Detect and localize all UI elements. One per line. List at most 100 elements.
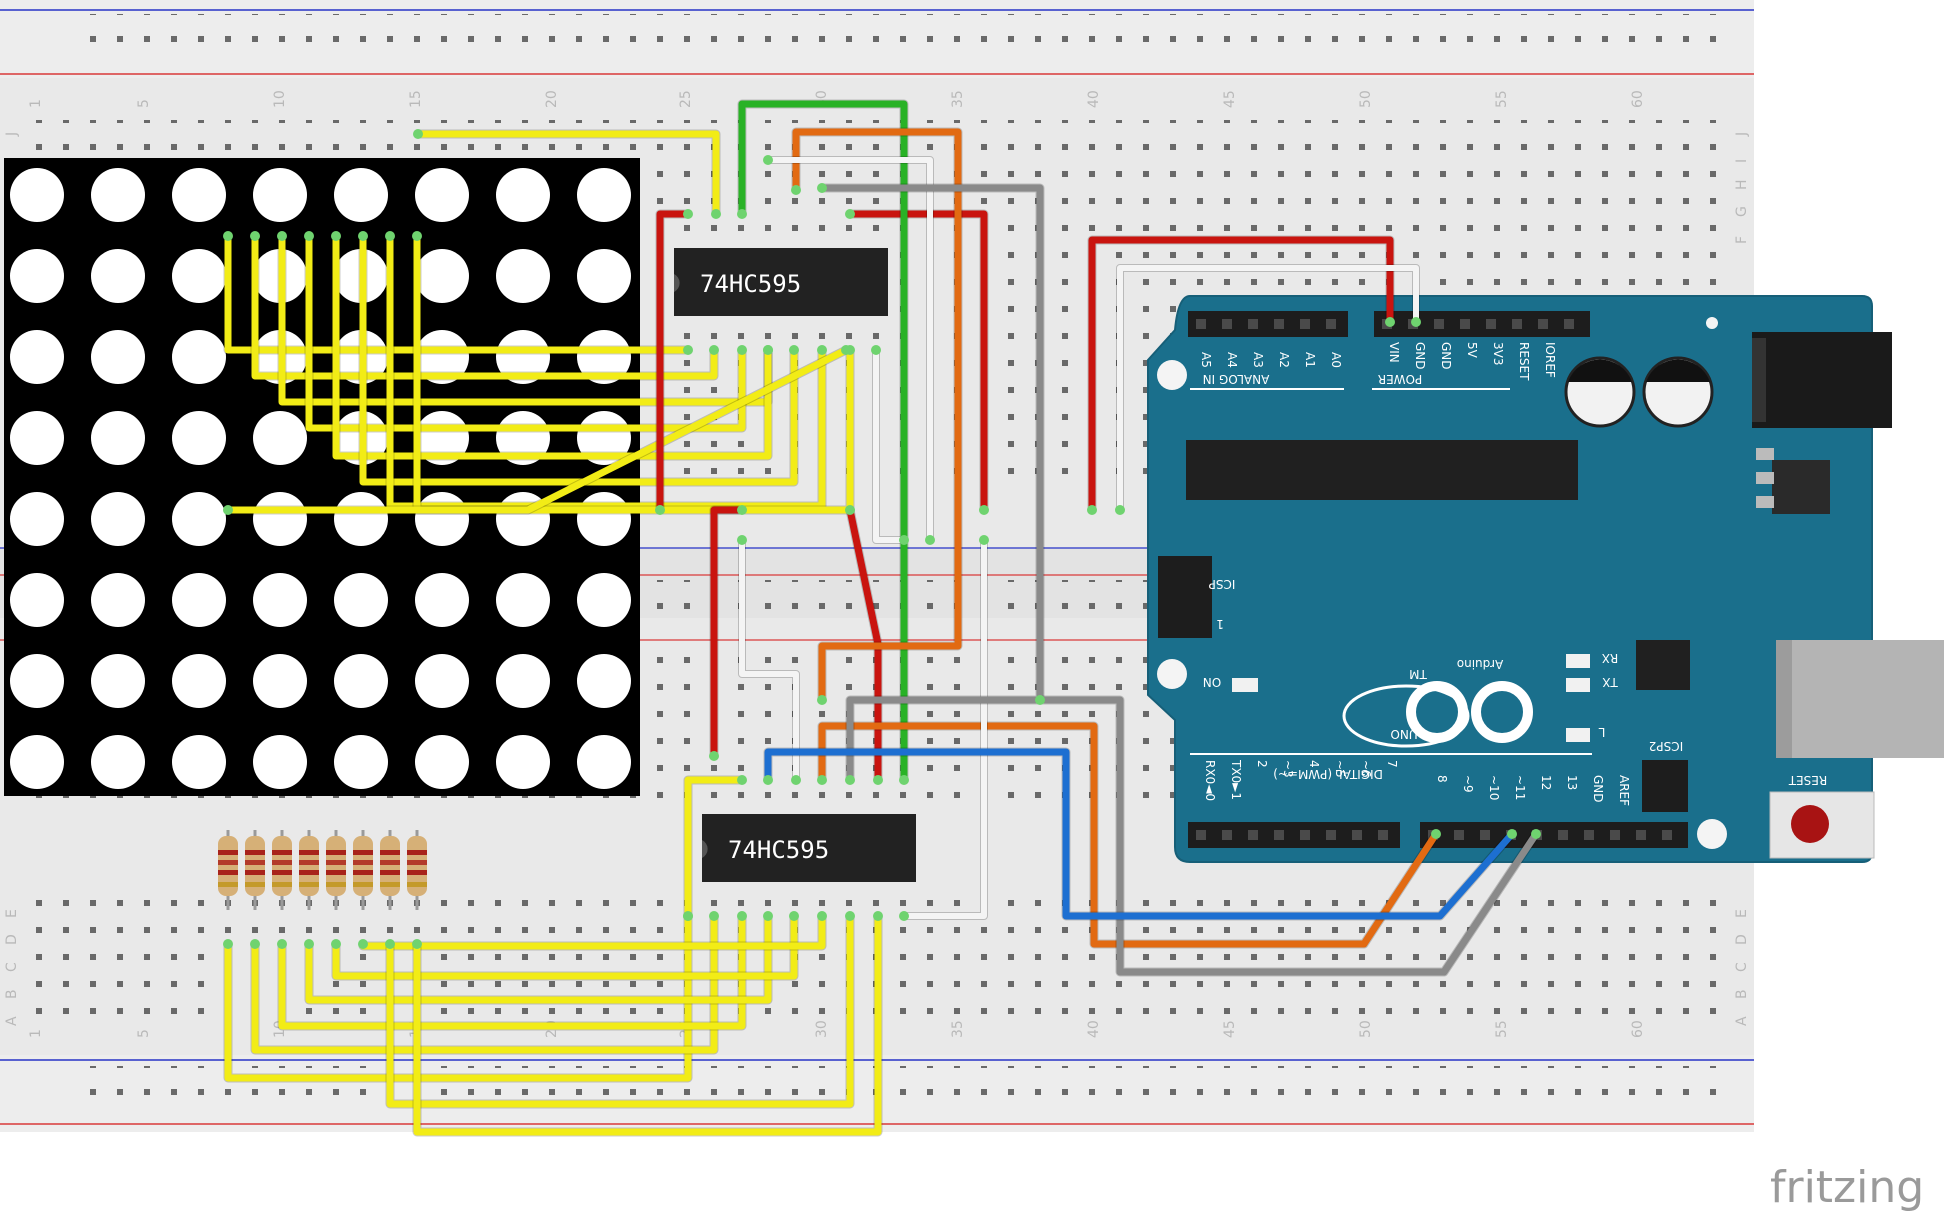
led-dot — [334, 492, 388, 546]
analog-pin-label: A0 — [1329, 352, 1343, 368]
resistor-array — [218, 830, 427, 910]
header-pin — [1378, 830, 1388, 840]
wire-yellow-row — [413, 232, 854, 514]
wire-yellow-row — [224, 346, 850, 514]
l-label: L — [1598, 725, 1605, 739]
wire-yellow-col — [305, 912, 772, 1004]
column-number: 40 — [1086, 90, 1102, 108]
led-dot — [334, 735, 388, 789]
digital-pin-label: 12 — [1539, 775, 1553, 790]
led-dot — [253, 168, 307, 222]
row-letter: C — [4, 962, 20, 972]
led-dot — [577, 492, 631, 546]
power-header — [1374, 311, 1590, 337]
row-letter: C — [1734, 962, 1750, 972]
led-dot — [253, 573, 307, 627]
led-dot — [253, 735, 307, 789]
chip-body — [674, 248, 888, 316]
led-dot — [577, 330, 631, 384]
wire-yellow-col — [251, 912, 718, 1054]
led-dot — [10, 573, 64, 627]
power-pin-label: 3V3 — [1491, 342, 1505, 365]
header-pin — [1274, 319, 1284, 329]
column-number: 35 — [950, 1020, 966, 1038]
power-jack — [1752, 332, 1892, 428]
wire-orange-latch — [792, 128, 962, 704]
led-dot — [334, 654, 388, 708]
led-dot — [415, 735, 469, 789]
led-dot — [496, 168, 550, 222]
digital-pin-label: RX0◄0 — [1203, 760, 1217, 801]
digital-pin-label: 8 — [1435, 775, 1449, 783]
led-dot — [10, 735, 64, 789]
chip-label: 74HC595 — [728, 836, 829, 864]
led-dot — [577, 735, 631, 789]
analog-pin-label: A3 — [1251, 352, 1265, 368]
power-pin-label: 5V — [1465, 342, 1479, 359]
header-pin — [1248, 319, 1258, 329]
resistor — [272, 836, 292, 896]
header-pin — [1512, 319, 1522, 329]
led-dot — [172, 249, 226, 303]
shift-register-1: 74HC595 — [674, 248, 888, 316]
resistor — [407, 836, 427, 896]
wire-yellow-row — [251, 232, 718, 380]
digital-header-low — [1188, 822, 1400, 848]
l-led — [1566, 728, 1590, 742]
on-led — [1232, 678, 1258, 692]
wire-yellow-row — [305, 232, 746, 432]
led-dot — [91, 654, 145, 708]
analog-pin-label: A2 — [1277, 352, 1291, 368]
rx-label: RX — [1602, 651, 1619, 665]
led-dot — [577, 573, 631, 627]
power-pin-label: IOREF — [1543, 342, 1557, 378]
on-label: ON — [1203, 675, 1221, 689]
header-pin — [1584, 830, 1594, 840]
header-pin — [1196, 830, 1206, 840]
resistor — [299, 836, 319, 896]
digital-pin-label: ~10 — [1487, 775, 1501, 800]
row-letter: E — [1734, 909, 1750, 918]
header-pin — [1222, 319, 1232, 329]
digital-header-label: DIGITAL (PWM=~) — [1273, 767, 1383, 781]
resistor — [353, 836, 373, 896]
wire-white-clock — [739, 537, 799, 783]
led-dot — [91, 168, 145, 222]
row-letter: J — [1734, 132, 1750, 137]
digital-pin-label: 2 — [1255, 760, 1269, 768]
column-number: 5 — [136, 1029, 152, 1038]
wires — [223, 99, 1541, 1137]
wire-red-vcc — [846, 210, 988, 514]
power-pin-label: GND — [1439, 342, 1453, 370]
header-pin — [1460, 319, 1470, 329]
icsp-pin-label: 1 — [1216, 617, 1224, 631]
led-dot — [415, 573, 469, 627]
led-dot — [415, 330, 469, 384]
header-pin — [1662, 830, 1672, 840]
row-letters: JJIIHHGGFFEEDDCCBBAA — [4, 132, 1750, 1026]
wire-blue-data — [764, 748, 1516, 920]
led-dot — [334, 168, 388, 222]
wire-orange-latch — [818, 722, 1440, 948]
led-dot — [172, 573, 226, 627]
digital-pin-label: GND — [1591, 775, 1605, 803]
led-dot — [10, 330, 64, 384]
trademark-label: TM — [1409, 667, 1428, 681]
header-pin — [1538, 319, 1548, 329]
led-dot — [253, 411, 307, 465]
led-dot — [496, 573, 550, 627]
analog-pin-label: A5 — [1199, 352, 1213, 368]
led-dot — [415, 249, 469, 303]
led-dot — [415, 492, 469, 546]
wire-gray-data — [1036, 696, 1540, 976]
usb-chip — [1636, 640, 1690, 690]
led-dot — [577, 654, 631, 708]
led-dot — [334, 573, 388, 627]
chip-label: 74HC595 — [700, 270, 801, 298]
wire-white-clock — [765, 157, 933, 543]
row-letter: D — [4, 934, 20, 945]
wire-white-gnd — [1117, 265, 1419, 513]
tx-led — [1566, 678, 1590, 692]
